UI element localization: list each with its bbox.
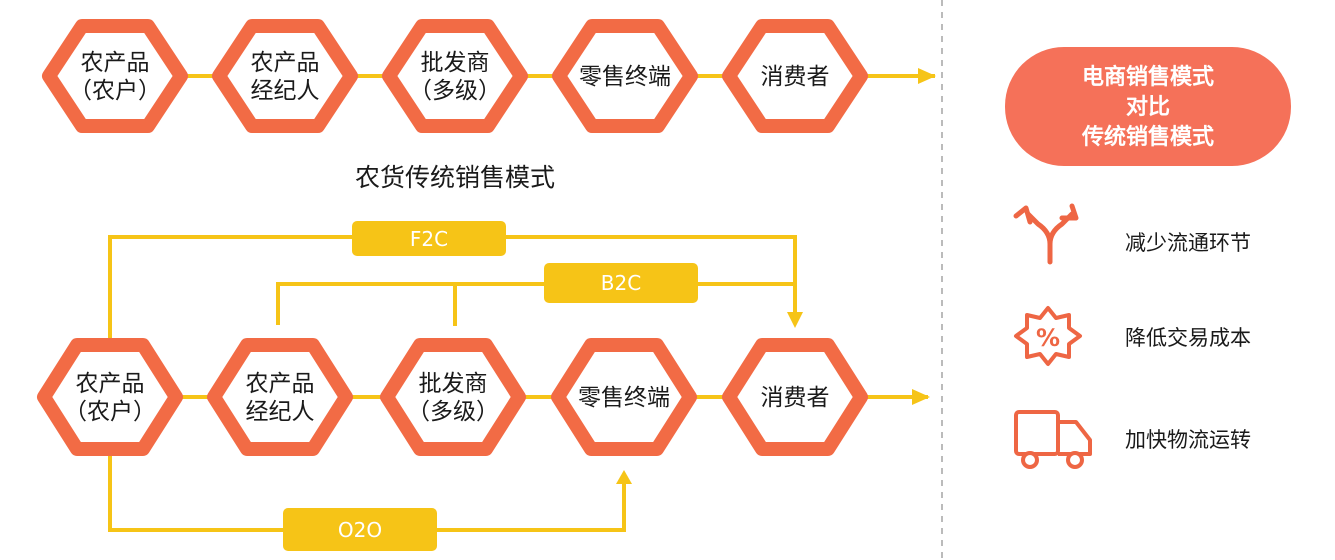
traditional-node-farmer: 农产品 （农户） — [42, 19, 188, 133]
svg-text:%: % — [1036, 324, 1060, 352]
b2c-connector — [276, 282, 795, 325]
comparison-pill — [1005, 47, 1291, 166]
ecommerce-node-wholesaler: 批发商 （多级） — [380, 338, 526, 456]
node-label-line1: 批发商 — [419, 371, 488, 397]
hexagon-frame — [551, 338, 697, 456]
comparison-title-line1: 电商销售模式 — [1082, 64, 1214, 90]
hexagon-frame — [42, 19, 188, 133]
node-label-line1: 消费者 — [761, 385, 830, 411]
traditional-node-consumer: 消费者 — [722, 19, 868, 133]
hexagon-frame — [722, 338, 868, 456]
ecommerce-node-broker: 农产品 经纪人 — [207, 338, 353, 456]
node-label-line1: 零售终端 — [579, 64, 671, 90]
node-label-line1: 农产品 — [76, 371, 145, 397]
traditional-flow: 农产品 （农户） 农产品 经纪人 批发商 （多级） 零售终端 消费者 农货传统销… — [42, 19, 936, 192]
f2c-tag-label: F2C — [410, 227, 448, 251]
comparison-title-line3: 传统销售模式 — [1081, 124, 1214, 150]
ecommerce-flow-arrowhead — [912, 389, 930, 405]
traditional-caption: 农货传统销售模式 — [355, 163, 555, 192]
node-label-line2: 经纪人 — [246, 399, 315, 425]
benefit-text-3: 加快物流运转 — [1125, 428, 1251, 452]
comparison-panel: 电商销售模式 对比 传统销售模式 减少流通环节 % 降低交易成本 加快物流运转 — [1005, 47, 1291, 469]
node-label-line2: （多级） — [409, 78, 501, 104]
hexagon-frame — [552, 19, 698, 133]
node-label-line2: （农户） — [69, 78, 161, 104]
traditional-node-wholesaler: 批发商 （多级） — [382, 19, 528, 133]
node-label-line1: 农产品 — [81, 50, 150, 76]
comparison-title-line2: 对比 — [1126, 95, 1170, 120]
hexagon-frame — [207, 338, 353, 456]
ecommerce-flow: F2C B2C O2O 农产品 （农户） 农产品 经纪人 批发商 （多级） 零售… — [37, 221, 930, 551]
o2o-tag-label: O2O — [338, 518, 382, 542]
hexagon-frame — [37, 338, 183, 456]
node-label-line1: 农产品 — [251, 50, 320, 76]
traditional-flow-arrowhead — [918, 68, 936, 84]
b2c-tag — [544, 263, 698, 303]
split-arrows-icon — [1013, 203, 1079, 265]
node-label-line1: 批发商 — [421, 50, 490, 76]
hexagon-frame — [380, 338, 526, 456]
traditional-node-retailer: 零售终端 — [552, 19, 698, 133]
hexagon-frame — [722, 19, 868, 133]
ecommerce-node-farmer: 农产品 （农户） — [37, 338, 183, 456]
b2c-tag-label: B2C — [601, 271, 641, 295]
delivery-truck-icon — [1014, 410, 1092, 469]
benefit-text-2: 降低交易成本 — [1125, 326, 1251, 350]
node-label-line1: 消费者 — [761, 64, 830, 90]
hexagon-frame — [212, 19, 358, 133]
ecommerce-node-consumer: 消费者 — [722, 338, 868, 456]
f2c-arrowhead — [787, 312, 803, 328]
o2o-tag — [283, 508, 437, 551]
benefit-text-1: 减少流通环节 — [1125, 231, 1251, 255]
f2c-tag — [352, 221, 506, 256]
node-label-line2: 经纪人 — [251, 78, 320, 104]
traditional-node-broker: 农产品 经纪人 — [212, 19, 358, 133]
node-label-line2: （农户） — [64, 399, 156, 425]
o2o-arrowhead — [616, 470, 632, 484]
node-label-line1: 零售终端 — [578, 385, 670, 411]
node-label-line2: （多级） — [407, 399, 499, 425]
discount-badge-icon: % — [1014, 306, 1082, 366]
hexagon-frame — [382, 19, 528, 133]
node-label-line1: 农产品 — [246, 371, 315, 397]
ecommerce-node-retailer: 零售终端 — [551, 338, 697, 456]
